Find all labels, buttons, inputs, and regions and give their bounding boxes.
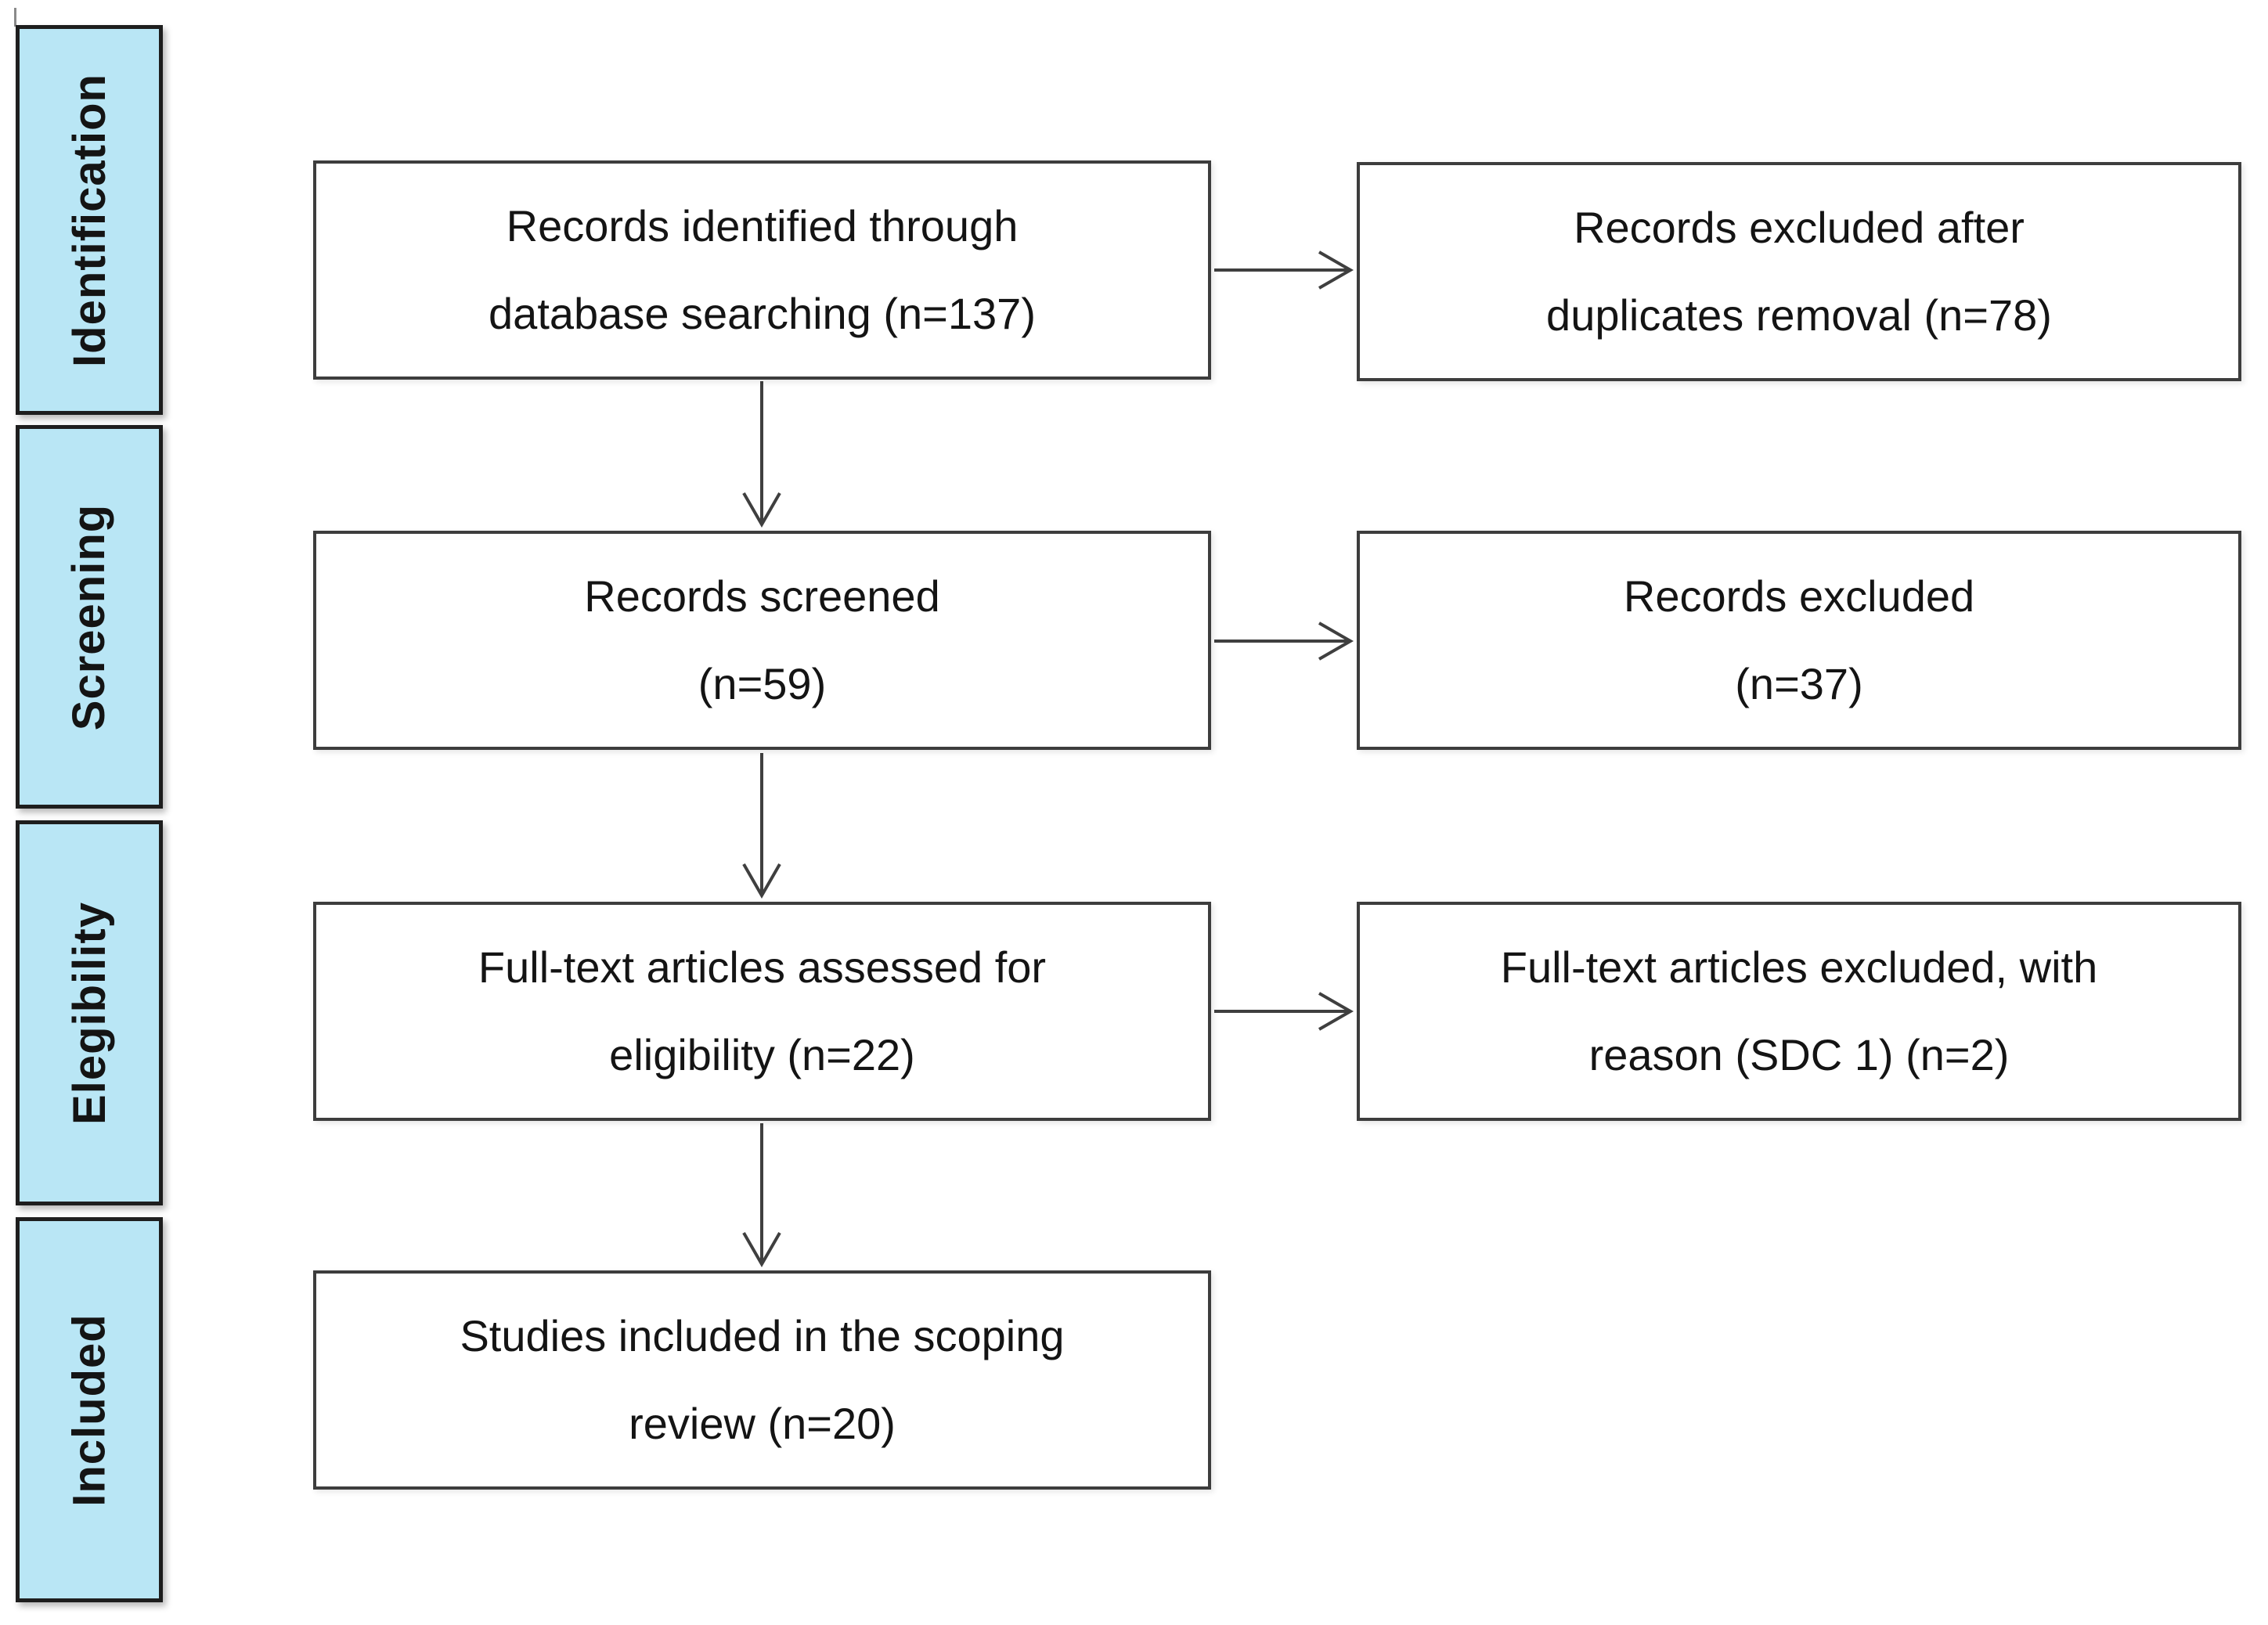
box-text-line: Full-text articles excluded, with: [1500, 942, 2098, 992]
box-fulltext-assessed: Full-text articles assessed for eligibil…: [313, 902, 1211, 1121]
box-text-line: Studies included in the scoping: [460, 1311, 1065, 1360]
box-text-line: Records screened: [584, 571, 940, 621]
box-records-identified: Records identified through database sear…: [313, 160, 1211, 380]
stage-label-identification: Identification: [63, 73, 115, 367]
box-text-line: database searching (n=137): [489, 289, 1036, 338]
stage-label-elegibility: Elegibility: [63, 901, 115, 1125]
box-text-line: Records identified through: [506, 201, 1019, 250]
box-records-screened: Records screened (n=59): [313, 531, 1211, 750]
box-text-line: review (n=20): [629, 1399, 896, 1448]
box-text-line: duplicates removal (n=78): [1546, 290, 2052, 340]
box-text-line: (n=37): [1735, 659, 1863, 708]
box-text-line: Full-text articles assessed for: [478, 942, 1047, 992]
stage-identification: Identification: [16, 25, 163, 415]
box-text-line: (n=59): [698, 659, 827, 708]
box-text-line: eligibility (n=22): [609, 1030, 915, 1079]
stage-screening: Screening: [16, 425, 163, 809]
box-text-line: Records excluded after: [1574, 203, 2025, 252]
stage-label-included: Included: [63, 1313, 115, 1507]
box-text-line: reason (SDC 1) (n=2): [1588, 1030, 2010, 1079]
box-records-excluded-duplicates: Records excluded after duplicates remova…: [1357, 162, 2241, 381]
stage-included: Included: [16, 1217, 163, 1602]
box-fulltext-excluded: Full-text articles excluded, with reason…: [1357, 902, 2241, 1121]
box-text-line: Records excluded: [1623, 571, 1975, 621]
stage-label-screening: Screening: [63, 503, 115, 730]
stray-caret-mark: [14, 8, 16, 27]
box-studies-included: Studies included in the scoping review (…: [313, 1270, 1211, 1490]
box-records-excluded: Records excluded (n=37): [1357, 531, 2241, 750]
stage-elegibility: Elegibility: [16, 820, 163, 1205]
